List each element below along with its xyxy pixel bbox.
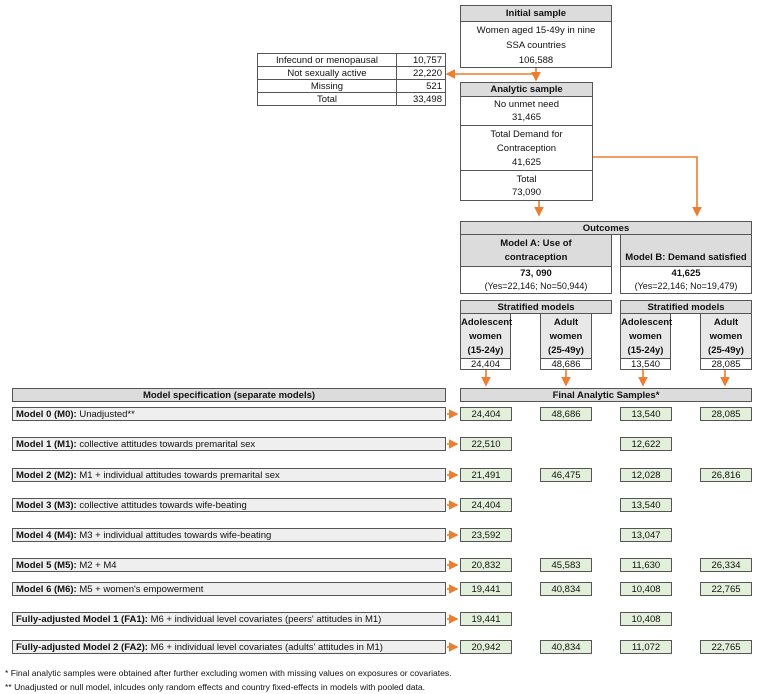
- model-b-split: (Yes=22,146; No=19,479): [634, 281, 738, 291]
- analytic-sample-title: Analytic sample: [461, 83, 592, 97]
- model-a-line2: contraception: [504, 252, 568, 263]
- final-4-a-adolescent: 23,592: [460, 528, 512, 542]
- group-b-adult-n: 28,085: [711, 359, 741, 370]
- group-a-adult: Adult women (25-49y) 48,686: [540, 313, 592, 370]
- final-0-a-adult: 48,686: [540, 407, 592, 421]
- final-samples-header: Final Analytic Samples*: [460, 388, 752, 402]
- model-row-0: Model 0 (M0): Unadjusted**: [12, 407, 446, 421]
- no-unmet-value: 31,465: [511, 112, 542, 123]
- model-row-7: Fully-adjusted Model 1 (FA1): M6 + indiv…: [12, 612, 446, 626]
- final-5-b-adult: 26,334: [700, 558, 752, 572]
- model-a-line1: Model A: Use of: [500, 238, 572, 249]
- final-3-a-adolescent: 24,404: [460, 498, 512, 512]
- final-6-a-adult: 40,834: [540, 582, 592, 596]
- footnote-2: ** Unadjusted or null model, inlcudes on…: [5, 682, 426, 692]
- final-2-b-adult: 26,816: [700, 468, 752, 482]
- initial-sample-box: Initial sample Women aged 15-49y in nine…: [460, 5, 612, 68]
- final-6-b-adult: 22,765: [700, 582, 752, 596]
- stratified-header-a: Stratified models: [460, 300, 612, 314]
- initial-sample-line2: SSA countries: [506, 40, 566, 51]
- model-b-box: Model B: Demand satisfied 41,625 (Yes=22…: [620, 234, 752, 294]
- model-row-4: Model 4 (M4): M3 + individual attitudes …: [12, 528, 446, 542]
- group-a-adult-n: 48,686: [551, 359, 581, 370]
- model-spec-header: Model specification (separate models): [12, 388, 446, 402]
- initial-sample-count: 106,588: [518, 55, 554, 66]
- final-8-a-adult: 40,834: [540, 640, 592, 654]
- analytic-total-value: 73,090: [511, 187, 542, 198]
- final-4-b-adolescent: 13,047: [620, 528, 672, 542]
- model-a-value: 73, 090: [520, 268, 552, 279]
- excluded-label-2: Missing: [257, 79, 397, 93]
- total-demand-value: 41,625: [511, 157, 542, 168]
- final-7-b-adolescent: 10,408: [620, 612, 672, 626]
- excluded-value-0: 10,757: [396, 53, 446, 67]
- total-demand-line2: Contraception: [496, 143, 557, 154]
- group-a-adolescent: Adolescent women (15-24y) 24,404: [460, 313, 512, 370]
- analytic-total-label: Total: [516, 174, 537, 185]
- model-row-8: Fully-adjusted Model 2 (FA2): M6 + indiv…: [12, 640, 446, 654]
- final-2-b-adolescent: 12,028: [620, 468, 672, 482]
- arrow-demand-to-model-b: [593, 156, 702, 217]
- final-8-a-adolescent: 20,942: [460, 640, 512, 654]
- outcomes-header: Outcomes: [460, 221, 752, 235]
- initial-sample-line1: Women aged 15-49y in nine: [476, 25, 596, 36]
- model-b-value: 41,625: [671, 268, 701, 279]
- group-b-adolescent: Adolescent women (15-24y) 13,540: [620, 313, 672, 370]
- model-a-box: Model A: Use of contraception 73, 090 (Y…: [460, 234, 612, 294]
- excluded-label-3: Total: [257, 92, 397, 106]
- final-5-a-adolescent: 20,832: [460, 558, 512, 572]
- final-1-b-adolescent: 12,622: [620, 437, 672, 451]
- model-b-title: Model B: Demand satisfied: [625, 252, 747, 263]
- model-row-1: Model 1 (M1): collective attitudes towar…: [12, 437, 446, 451]
- final-8-b-adult: 22,765: [700, 640, 752, 654]
- initial-sample-title: Initial sample: [461, 6, 611, 22]
- final-5-b-adolescent: 11,630: [620, 558, 672, 572]
- final-2-a-adolescent: 21,491: [460, 468, 512, 482]
- final-5-a-adult: 45,583: [540, 558, 592, 572]
- model-row-2: Model 2 (M2): M1 + individual attitudes …: [12, 468, 446, 482]
- final-1-a-adolescent: 22,510: [460, 437, 512, 451]
- excluded-value-1: 22,220: [396, 66, 446, 80]
- stratified-header-b: Stratified models: [620, 300, 752, 314]
- model-row-3: Model 3 (M3): collective attitudes towar…: [12, 498, 446, 512]
- analytic-sample-box: Analytic sample No unmet need 31,465 Tot…: [460, 82, 593, 201]
- final-0-b-adult: 28,085: [700, 407, 752, 421]
- final-6-b-adolescent: 10,408: [620, 582, 672, 596]
- excluded-label-0: Infecund or menopausal: [257, 53, 397, 67]
- footnote-1: * Final analytic samples were obtained a…: [5, 668, 452, 678]
- final-8-b-adolescent: 11,072: [620, 640, 672, 654]
- excluded-label-1: Not sexually active: [257, 66, 397, 80]
- model-row-6: Model 6 (M6): M5 + women's empowerment: [12, 582, 446, 596]
- excluded-value-3: 33,498: [396, 92, 446, 106]
- group-b-adolescent-n: 13,540: [630, 359, 661, 370]
- no-unmet-label: No unmet need: [494, 99, 559, 110]
- model-row-arrows: [447, 409, 459, 652]
- group-a-adolescent-n: 24,404: [470, 359, 501, 370]
- total-demand-line1: Total Demand for: [490, 129, 563, 140]
- final-6-a-adolescent: 19,441: [460, 582, 512, 596]
- excluded-table: Infecund or menopausal 10,757 Not sexual…: [257, 53, 446, 109]
- model-row-5: Model 5 (M5): M2 + M4: [12, 558, 446, 572]
- final-0-b-adolescent: 13,540: [620, 407, 672, 421]
- final-7-a-adolescent: 19,441: [460, 612, 512, 626]
- final-3-b-adolescent: 13,540: [620, 498, 672, 512]
- excluded-value-2: 521: [396, 79, 446, 93]
- model-a-title-box: [461, 235, 611, 267]
- model-a-split: (Yes=22,146; No=50,944): [484, 281, 588, 291]
- group-b-adult: Adult women (25-49y) 28,085: [700, 313, 752, 370]
- final-2-a-adult: 46,475: [540, 468, 592, 482]
- final-0-a-adolescent: 24,404: [460, 407, 512, 421]
